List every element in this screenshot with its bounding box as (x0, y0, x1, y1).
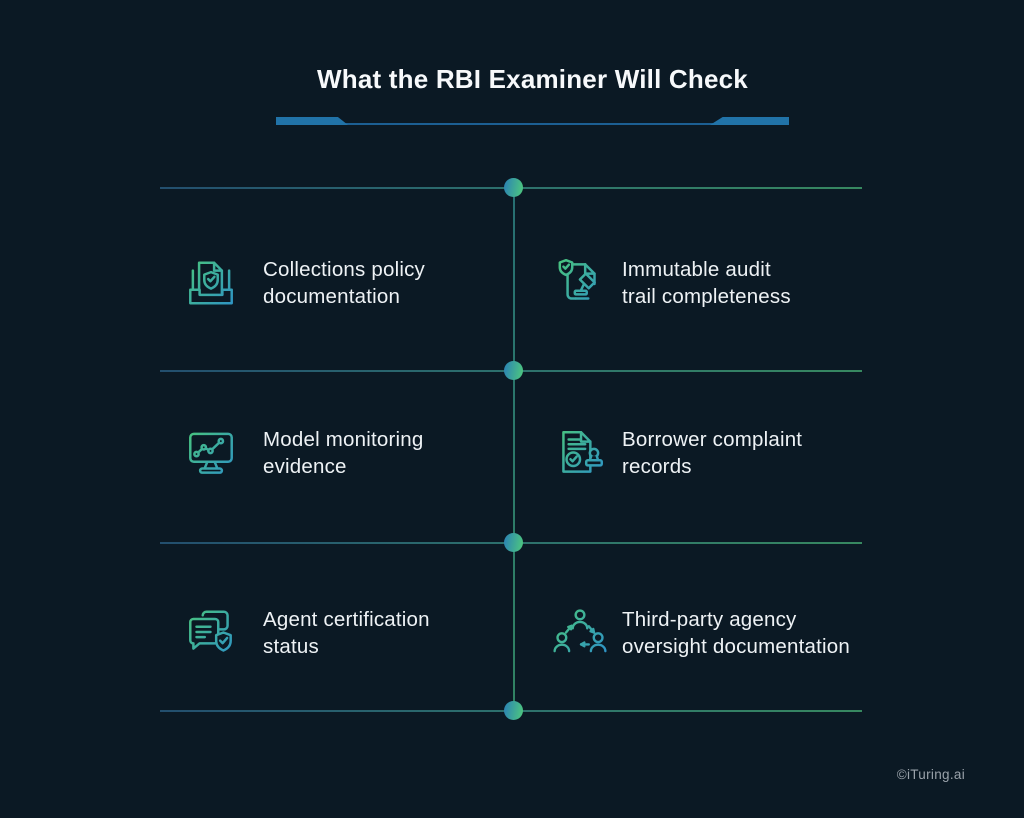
underline-line (276, 123, 789, 125)
title-underline (276, 117, 789, 125)
item-label: Third-party agency oversight documentati… (622, 606, 850, 660)
checklist-item: Collections policy documentation (182, 237, 512, 329)
item-label-line2: documentation (263, 285, 401, 308)
item-label-line2: oversight documentation (622, 635, 850, 658)
page-title: What the RBI Examiner Will Check (317, 64, 748, 94)
center-spine-line (513, 188, 515, 711)
item-label-line1: Third-party agency (622, 608, 797, 631)
chat-shield-check-icon (189, 610, 232, 652)
item-label-line2: trail completeness (622, 285, 791, 308)
checklist-item: Model monitoring evidence (182, 407, 512, 499)
checklist-item: Third-party agency oversight documentati… (551, 587, 891, 679)
item-label-line1: Immutable audit (622, 258, 771, 281)
policy-document-tray-icon (189, 261, 233, 305)
connector-dot (504, 533, 523, 552)
checklist-item: Borrower complaint records (551, 407, 891, 499)
connector-dot (504, 701, 523, 720)
brand-credit: ©iTuring.ai (896, 767, 965, 782)
item-label-line2: status (263, 635, 319, 658)
item-label: Borrower complaint records (622, 426, 802, 480)
underline-left-block (276, 117, 348, 125)
checklist-item: Immutable audit trail completeness (551, 237, 891, 329)
item-label: Model monitoring evidence (263, 426, 423, 480)
connector-dot (504, 178, 523, 197)
item-label: Collections policy documentation (263, 256, 425, 310)
item-label-line1: Borrower complaint (622, 428, 803, 451)
connector-dot (504, 361, 523, 380)
item-label: Agent certification status (263, 606, 430, 660)
checklist-item: Agent certification status (182, 587, 512, 679)
item-label-line1: Collections policy (263, 258, 425, 281)
item-label-line1: Agent certification (263, 608, 430, 631)
item-label-line2: evidence (263, 455, 347, 478)
team-network-arrows-icon (553, 609, 607, 653)
underline-right-block (710, 117, 789, 125)
monitor-line-chart-icon (189, 432, 233, 474)
audit-document-gavel-icon (558, 258, 596, 300)
item-label-line1: Model monitoring (263, 428, 424, 451)
item-label: Immutable audit trail completeness (622, 256, 791, 310)
item-label-line2: records (622, 455, 692, 478)
complaint-record-stamp-icon (562, 431, 603, 473)
